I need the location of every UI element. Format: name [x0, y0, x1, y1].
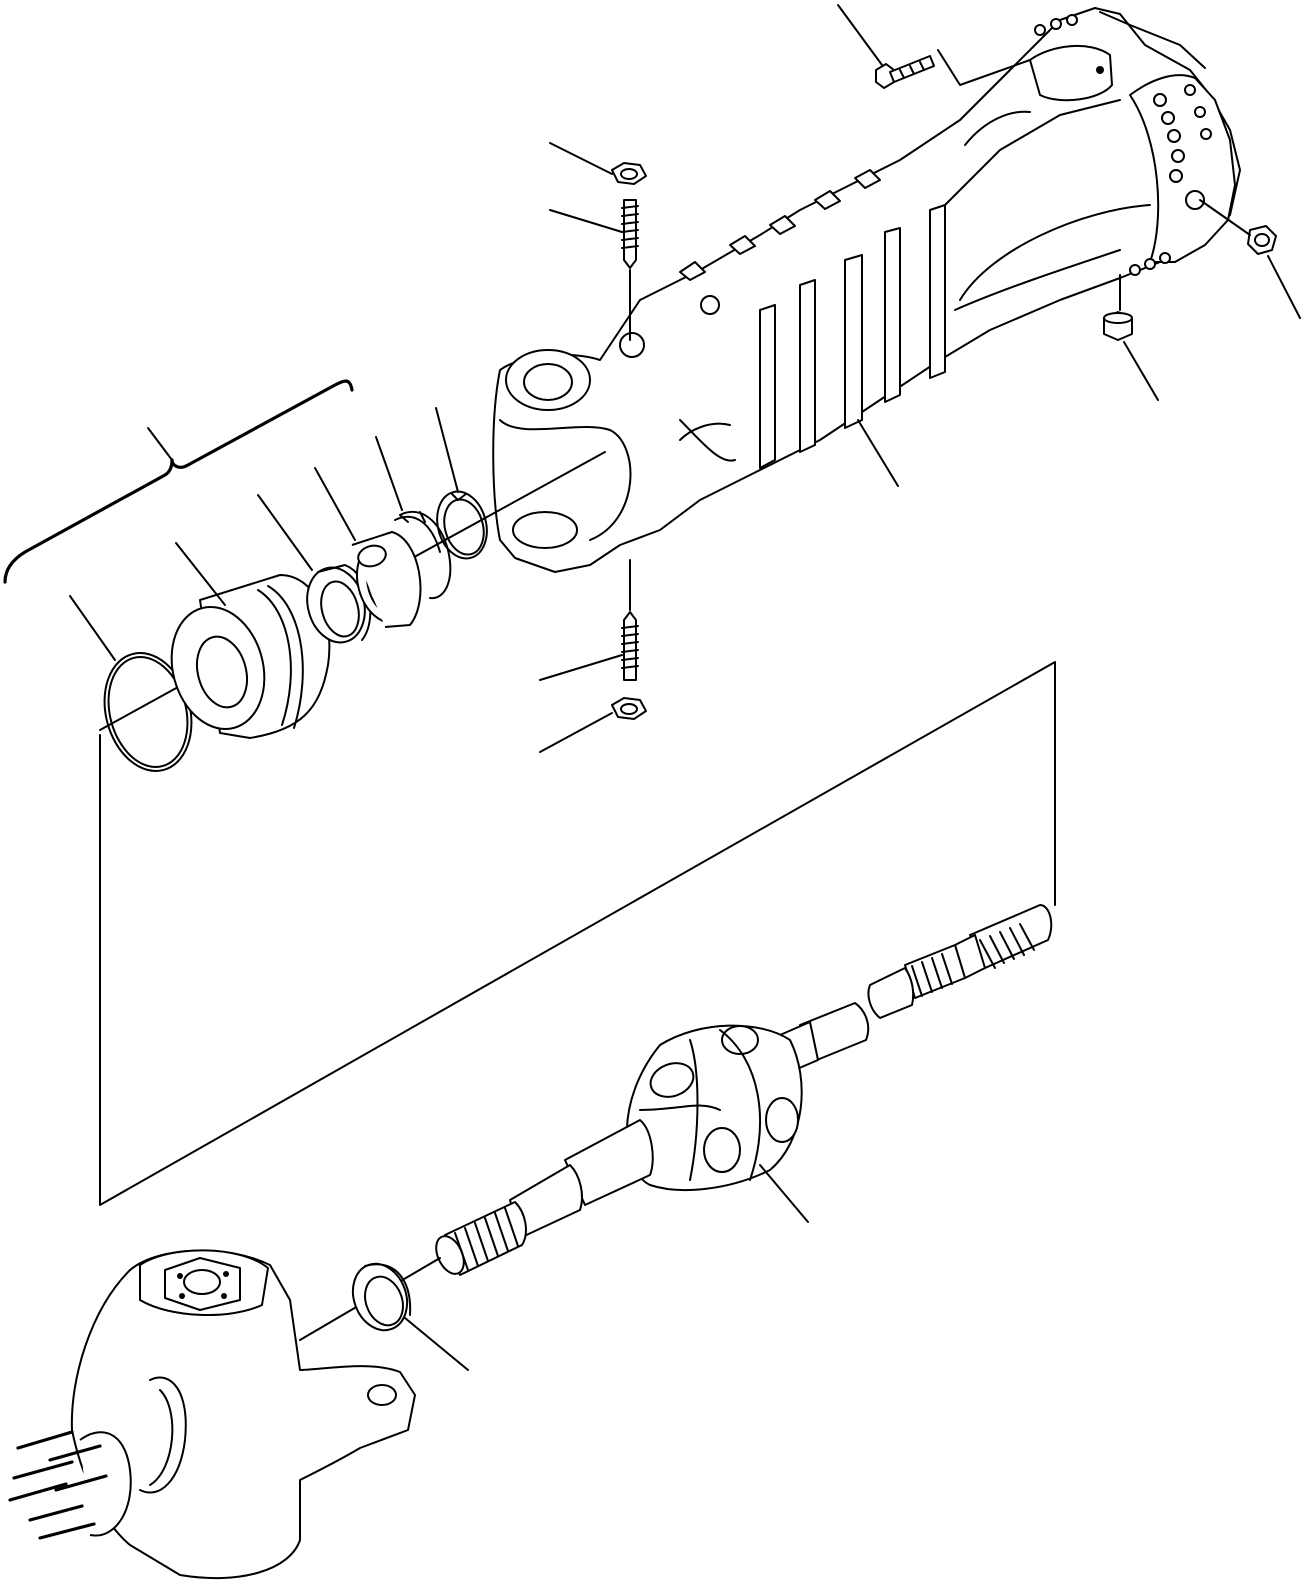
housing-callout	[857, 419, 899, 487]
assembly-connection-line	[99, 661, 1056, 1206]
shaft-seal-callout	[404, 1317, 469, 1371]
bolt-leader	[937, 49, 1031, 86]
plug-right-leader	[1199, 199, 1251, 236]
uj-shaft-callout	[759, 1164, 809, 1223]
lower-nut	[611, 697, 647, 720]
plug-right	[1247, 225, 1277, 255]
stud-callout-upper	[549, 209, 623, 233]
o-ring-callout	[69, 595, 116, 661]
bearing-callout	[314, 467, 356, 541]
snap-ring-inner-callout	[375, 436, 403, 511]
axle-housing	[492, 7, 1241, 573]
lower-stud	[621, 611, 639, 681]
universal-joint-shaft	[435, 904, 1053, 1276]
bolt-callout	[837, 4, 883, 66]
bearing	[351, 531, 422, 628]
nut-callout-lower	[539, 712, 613, 753]
snap-ring-outer	[436, 490, 488, 560]
housing-bolt	[875, 55, 935, 89]
bushing-callout	[175, 542, 226, 606]
plug-right-callout	[1267, 255, 1301, 319]
plug-bottom	[1103, 311, 1133, 341]
seal-ring-callout	[257, 494, 313, 571]
upper-nut	[611, 162, 647, 185]
bushing	[170, 574, 331, 739]
steering-knuckle	[8, 1249, 416, 1580]
stud-callout-lower	[539, 654, 623, 681]
plug-bottom-callout	[1123, 341, 1159, 401]
group-bracket-callout	[147, 427, 173, 461]
snap-ring-outer-callout	[435, 407, 459, 493]
upper-stud	[621, 199, 639, 269]
shaft-seal	[351, 1262, 412, 1332]
nut-callout-upper	[549, 142, 613, 175]
